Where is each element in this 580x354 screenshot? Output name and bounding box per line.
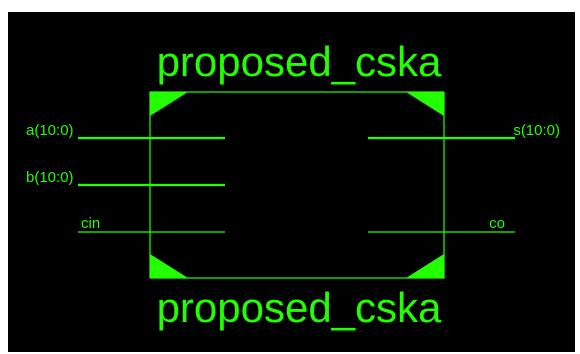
schematic-symbol-diagram: proposed_cska a(10:0) b(10:0) cin s(10:0… [26, 38, 560, 331]
input-pin-label-cin: cin [81, 215, 100, 232]
block-title-bottom: proposed_cska [157, 284, 442, 331]
output-pin-label-co: co [489, 215, 505, 232]
input-pin-label-b: b(10:0) [26, 169, 74, 186]
output-pin-label-s: s(10:0) [513, 122, 560, 139]
input-pin-label-a: a(10:0) [26, 122, 74, 139]
corner-marker-top-right [406, 92, 444, 116]
corner-marker-top-left [150, 92, 188, 116]
corner-marker-bottom-right [406, 254, 444, 278]
corner-marker-bottom-left [150, 254, 188, 278]
schematic-canvas: proposed_cska a(10:0) b(10:0) cin s(10:0… [8, 12, 575, 352]
block-title-top: proposed_cska [157, 38, 442, 85]
